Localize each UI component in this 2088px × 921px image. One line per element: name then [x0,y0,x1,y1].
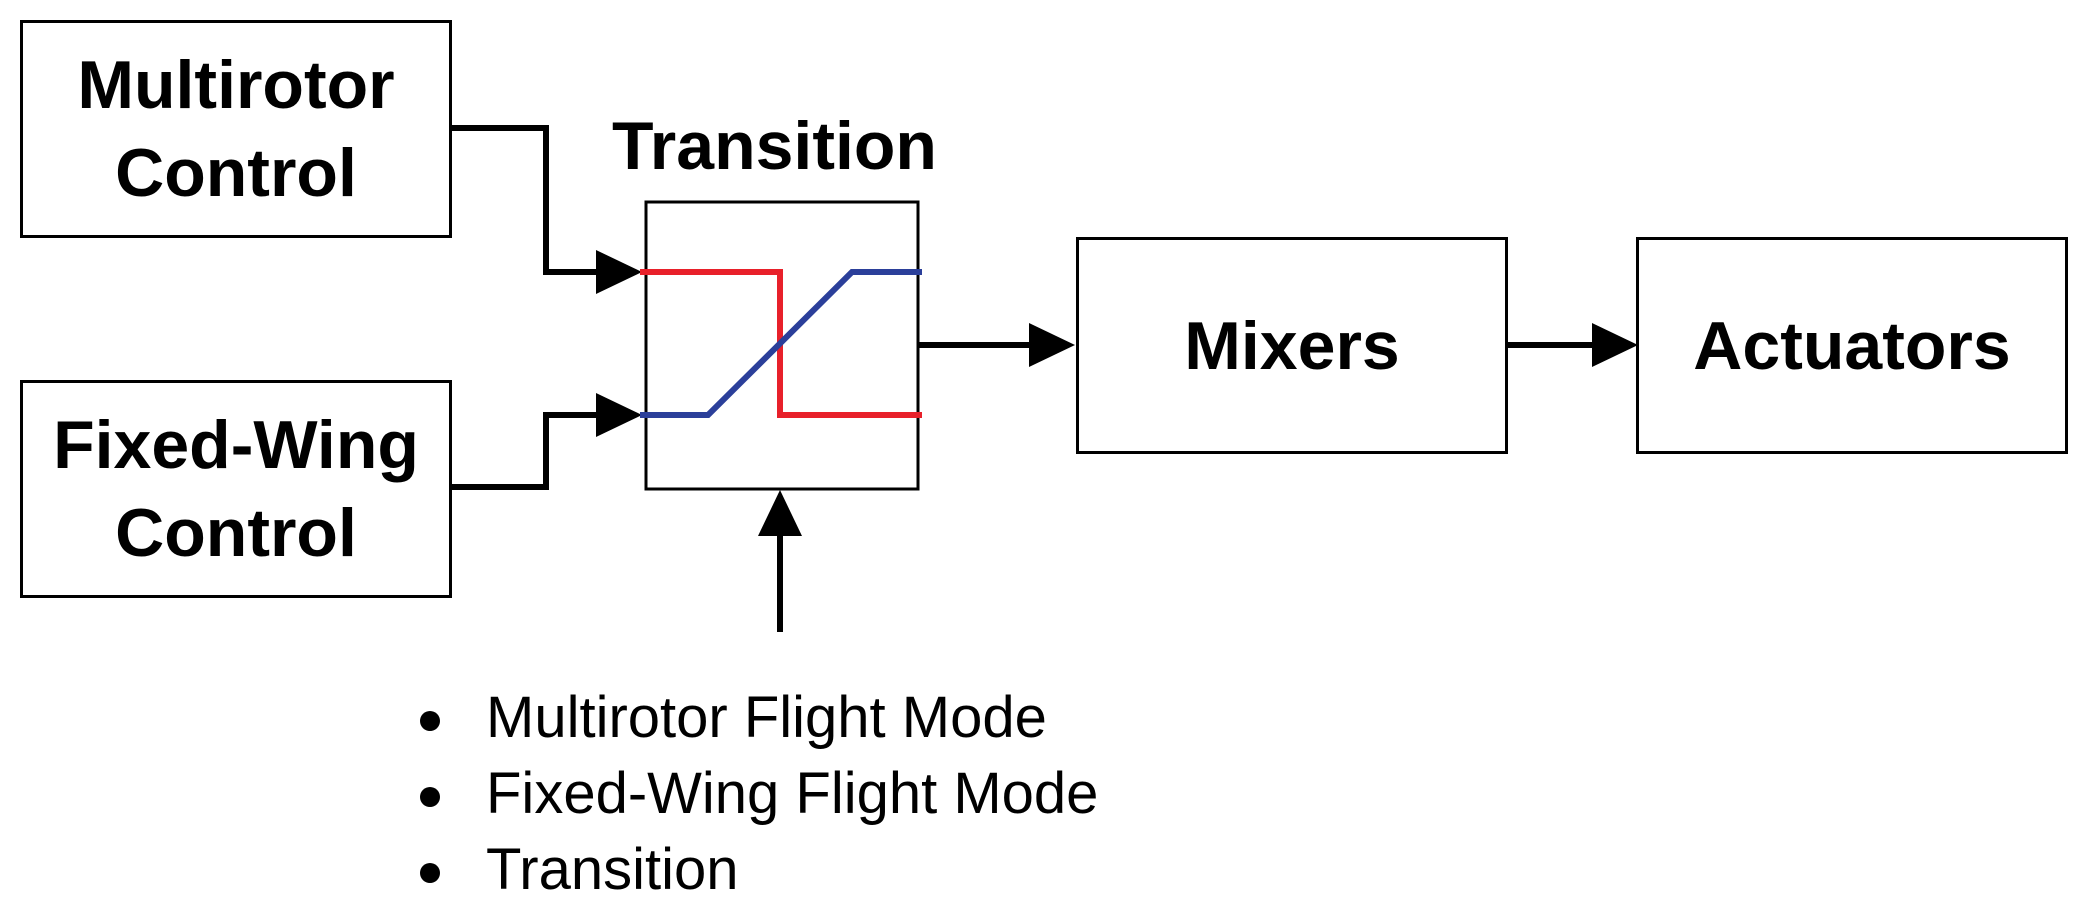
connector-fixed-wing-to-transition [452,412,610,490]
fixed-wing-control-line2: Control [115,495,357,571]
mode-input-item: Transition [420,832,1098,908]
mixers-block: Mixers [1076,237,1508,454]
arrowhead-multirotor [596,250,642,294]
mode-input-list: Multirotor Flight Mode Fixed-Wing Flight… [420,680,1098,908]
arrowhead-actuators [1592,323,1638,367]
mode-input-item: Fixed-Wing Flight Mode [420,756,1098,832]
arrowhead-fixed-wing [596,393,642,437]
connector-multirotor-to-transition [452,125,610,275]
multirotor-control-block: Multirotor Control [20,20,452,238]
transition-title: Transition [612,108,937,184]
multirotor-control-line1: Multirotor [77,47,395,123]
fixed-wing-control-block: Fixed-Wing Control [20,380,452,598]
arrowhead-mode [758,490,802,536]
mixers-label: Mixers [1184,307,1400,384]
arrowhead-mixers [1029,323,1075,367]
fixed-wing-control-line1: Fixed-Wing [53,407,419,483]
fixed-wing-weight-curve [640,269,922,418]
actuators-block: Actuators [1636,237,2068,454]
actuators-label: Actuators [1693,307,2011,384]
multirotor-control-line2: Control [115,135,357,211]
mode-input-item: Multirotor Flight Mode [420,680,1098,756]
